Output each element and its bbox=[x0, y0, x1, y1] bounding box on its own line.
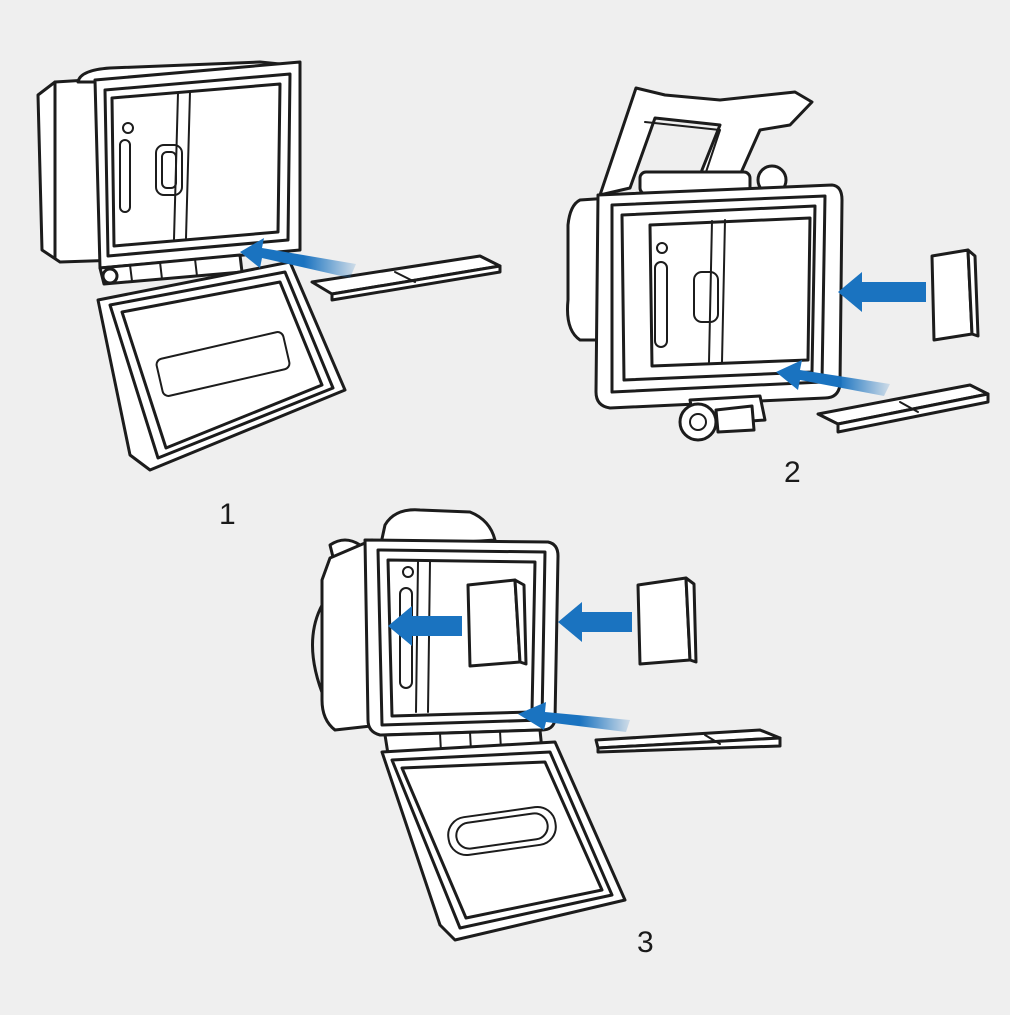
step-1-illustration bbox=[36, 60, 347, 472]
step-3-outer-sheet bbox=[636, 576, 698, 666]
step-label-3: 3 bbox=[637, 926, 654, 959]
step-3-bottom-sheet bbox=[594, 728, 782, 754]
step-2-side-sheet bbox=[930, 248, 980, 342]
arrow-icon bbox=[240, 238, 356, 278]
step-2-bottom-sheet bbox=[816, 383, 990, 434]
step-label-2: 2 bbox=[784, 456, 801, 489]
step-3-inner-sheet bbox=[466, 578, 528, 668]
arrow-icon bbox=[518, 702, 630, 732]
arrow-icon bbox=[558, 602, 632, 642]
step-label-1: 1 bbox=[219, 498, 236, 531]
step-1-backdoor-sheet bbox=[310, 254, 502, 302]
arrow-icon bbox=[776, 360, 890, 396]
step-2-illustration bbox=[566, 86, 844, 442]
arrow-icon bbox=[838, 272, 926, 312]
arrow-icon bbox=[388, 606, 462, 646]
